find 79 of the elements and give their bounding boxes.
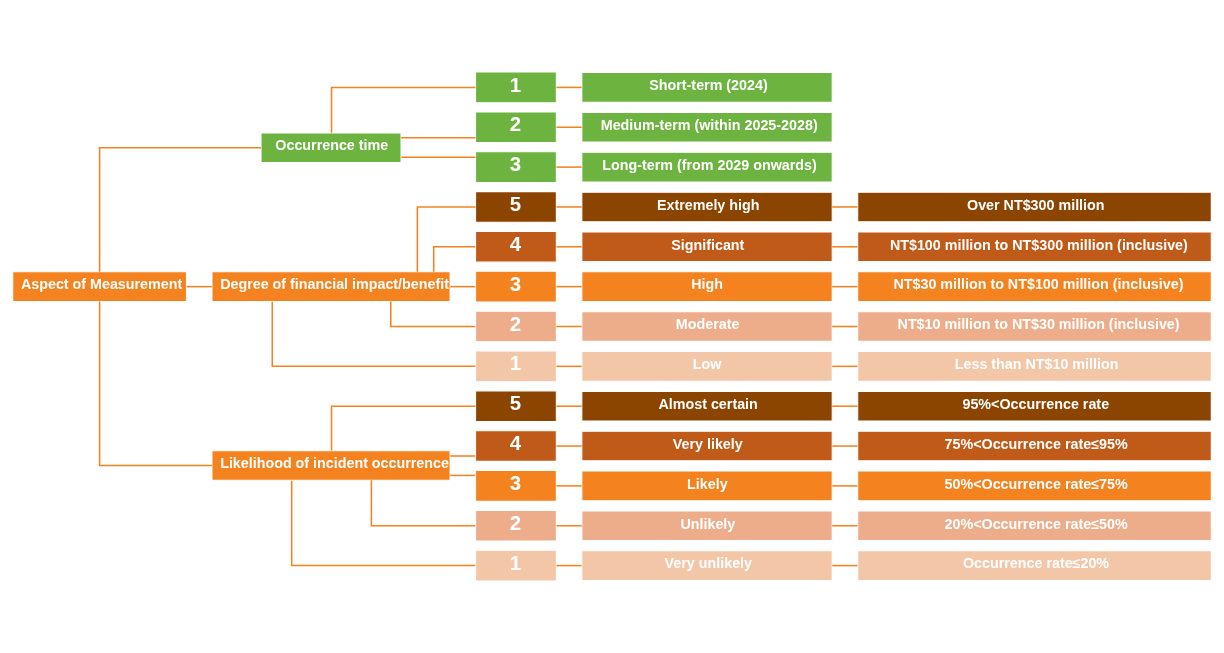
connector — [330, 86, 477, 134]
node-box: Unlikely — [581, 510, 833, 542]
node-box: Very likely — [581, 430, 833, 462]
node-box: Degree of financial impact/benefit — [211, 271, 451, 302]
connector — [330, 405, 477, 452]
node-box: 75%<Occurrence rate≤95% — [857, 430, 1212, 462]
node-box: NT$10 million to NT$30 million (inclusive) — [857, 311, 1212, 342]
node-box: 95%<Occurrence rate — [857, 390, 1212, 422]
node-box: Very unlikely — [581, 550, 833, 581]
node-box: Occurrence rate≤20% — [857, 550, 1212, 581]
node-box: Short-term (2024) — [581, 72, 833, 103]
connector — [831, 564, 859, 567]
node-box: Almost certain — [581, 390, 833, 422]
connector — [400, 156, 477, 158]
connector — [390, 300, 477, 328]
node-box: Extremely high — [581, 191, 833, 223]
node-box: 3 — [475, 470, 557, 502]
node-box: NT$30 million to NT$100 million (inclusive) — [857, 271, 1212, 302]
node-box: 2 — [475, 111, 557, 144]
node-box: 50%<Occurrence rate≤75% — [857, 470, 1212, 502]
connector — [370, 479, 477, 527]
connector — [432, 246, 477, 273]
connector — [831, 405, 859, 407]
node-box: Moderate — [581, 311, 833, 342]
node-box: Less than NT$10 million — [857, 351, 1212, 382]
connector — [555, 485, 583, 487]
connector — [831, 285, 859, 288]
connector — [831, 206, 859, 208]
connector — [555, 246, 583, 248]
connector — [831, 485, 859, 487]
node-box: Aspect of Measurement — [12, 271, 187, 302]
node-box: Significant — [581, 231, 833, 263]
connector — [555, 206, 583, 208]
connector — [98, 146, 262, 273]
node-box: 4 — [475, 230, 557, 263]
connector — [555, 325, 583, 328]
node-box: 2 — [475, 509, 557, 542]
node-box: 20%<Occurrence rate≤50% — [857, 510, 1212, 542]
node-box: 3 — [475, 151, 557, 183]
connector — [555, 285, 583, 288]
connector — [290, 479, 477, 567]
connector — [416, 206, 477, 273]
node-box: 1 — [475, 71, 557, 104]
node-box: Medium-term (within 2025-2028) — [581, 111, 833, 143]
node-box: 4 — [475, 430, 557, 462]
connector — [555, 445, 583, 447]
connector — [271, 300, 477, 368]
node-box: NT$100 million to NT$300 million (inclusive) — [857, 231, 1212, 263]
node-box: High — [581, 271, 833, 302]
connector — [555, 166, 583, 168]
connector — [555, 564, 583, 567]
connector — [449, 285, 476, 288]
connector — [555, 86, 583, 89]
connector — [831, 246, 859, 248]
node-box: Long-term (from 2029 onwards) — [581, 151, 833, 183]
node-box: 3 — [475, 270, 557, 303]
connector — [186, 285, 213, 288]
connector — [831, 325, 859, 328]
node-box: 1 — [475, 350, 557, 383]
node-box: Over NT$300 million — [857, 191, 1212, 223]
node-box: Low — [581, 351, 833, 382]
connector — [831, 365, 859, 368]
node-box: 5 — [475, 191, 557, 223]
connector — [555, 405, 583, 407]
node-box: Likely — [581, 470, 833, 502]
node-box: Likelihood of incident occurrence — [211, 450, 451, 481]
node-box: 1 — [475, 549, 557, 582]
connector — [555, 524, 583, 527]
connector — [400, 136, 477, 139]
connector — [831, 445, 859, 447]
connector — [449, 474, 476, 477]
node-box: 2 — [475, 310, 557, 343]
connector — [831, 524, 859, 527]
connector — [555, 365, 583, 368]
connector — [98, 300, 213, 467]
connector — [555, 126, 583, 129]
node-box: Occurrence time — [260, 132, 402, 163]
connector — [449, 455, 476, 457]
node-box: 5 — [475, 390, 557, 423]
